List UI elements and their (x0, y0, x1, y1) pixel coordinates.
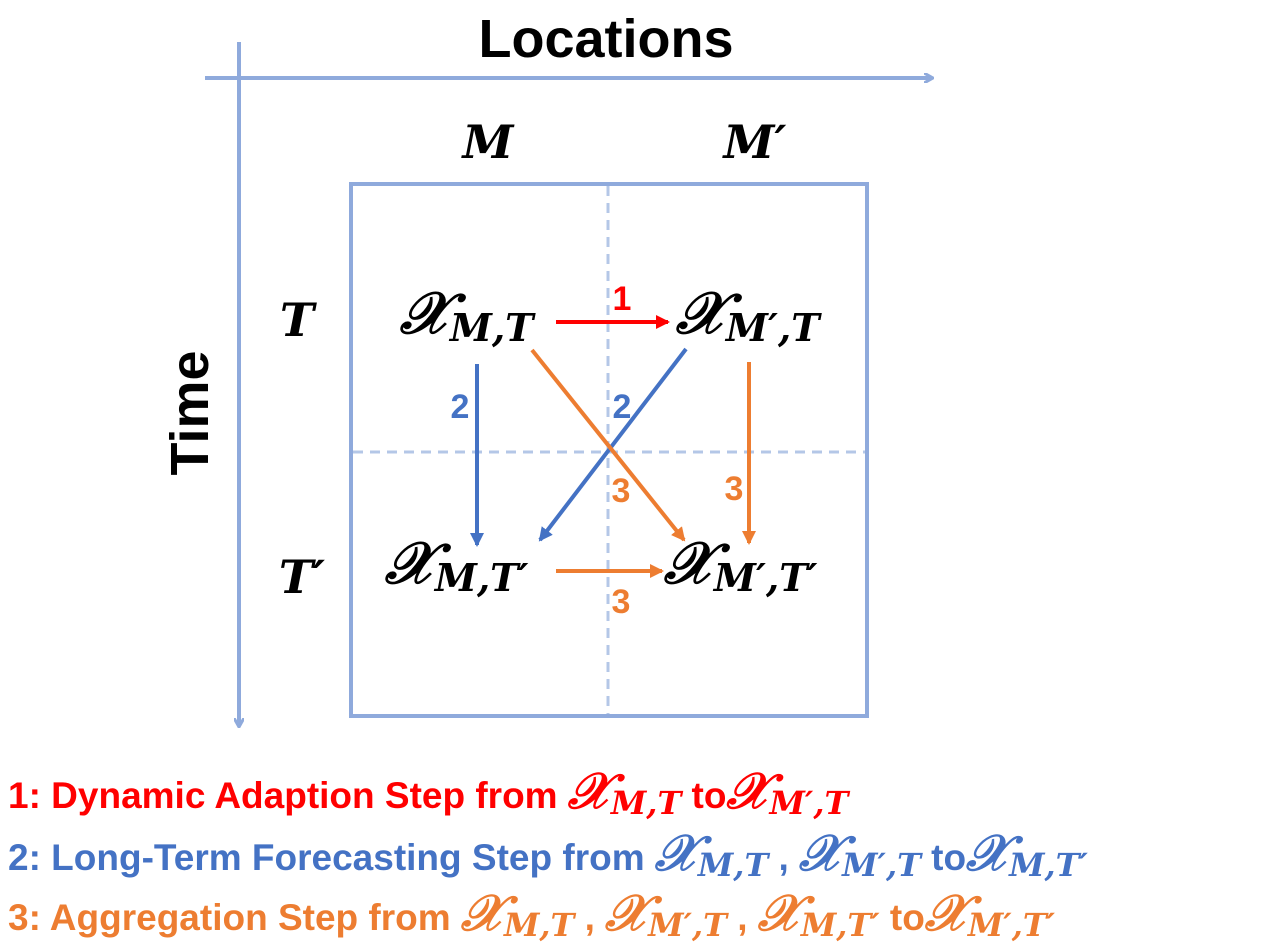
x-axis-title: Locations (478, 9, 733, 69)
arrow-label-step3-diagonal: 3 (612, 472, 631, 510)
grid-box (349, 182, 869, 718)
y-axis-title: Time (160, 350, 220, 475)
legend-item-step3: 3: Aggregation Step from 𝒳M,T , 𝒳M′,T , … (8, 883, 1056, 944)
node-x-m-tprime: 𝒳M,T′ (384, 529, 528, 600)
arrow-label-step3-horizontal: 3 (612, 583, 631, 621)
node-x-mprime-t: 𝒳M′,T (675, 279, 822, 350)
row-header-t-prime: T′ (279, 550, 325, 604)
arrow-label-step2-vertical: 2 (451, 388, 470, 426)
arrow-step3-diagonal (530, 348, 686, 542)
node-x-m-t: 𝒳M,T (399, 279, 536, 350)
node-x-mprime-tprime: 𝒳M′,T′ (663, 529, 818, 600)
legend-item-step2: 2: Long-Term Forecasting Step from 𝒳M,T … (8, 823, 1088, 884)
column-header-m: M (461, 115, 516, 169)
arrow-step2-diagonal (538, 347, 688, 542)
arrow-label-step3-vertical: 3 (725, 470, 744, 508)
arrow-label-step1: 1 (613, 280, 632, 318)
legend: 1: Dynamic Adaption Step from 𝒳M,T to𝒳M′… (8, 761, 1088, 944)
arrow-label-step2-diagonal: 2 (613, 388, 632, 426)
column-header-m-prime: M′ (721, 115, 786, 169)
legend-item-step1: 1: Dynamic Adaption Step from 𝒳M,T to𝒳M′… (8, 761, 850, 822)
row-header-t: T (280, 293, 318, 347)
